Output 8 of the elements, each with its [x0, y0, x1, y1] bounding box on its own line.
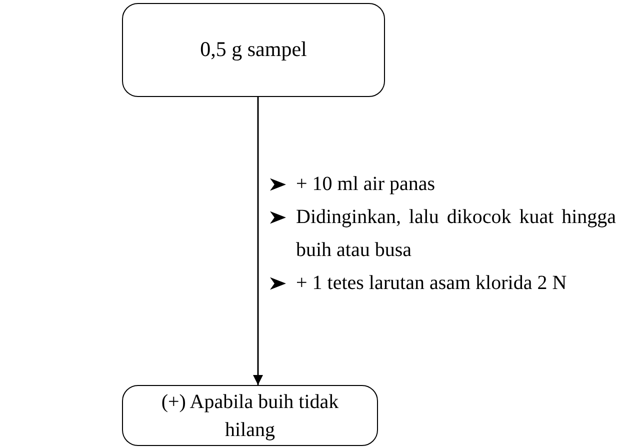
step-text: + 10 ml air panas	[296, 172, 436, 197]
step-text: + 1 tetes larutan asam klorida 2 N	[296, 271, 568, 296]
arrow	[253, 97, 263, 385]
process-box	[122, 3, 385, 97]
step-text: Didinginkan, lalu dikocok kuat hingga buih atau busa	[296, 205, 616, 263]
box-text: (+) Apabila buih tidak hilang	[160, 390, 340, 442]
process-box	[122, 385, 378, 446]
box-text: 0,5 g sampel	[200, 36, 307, 64]
